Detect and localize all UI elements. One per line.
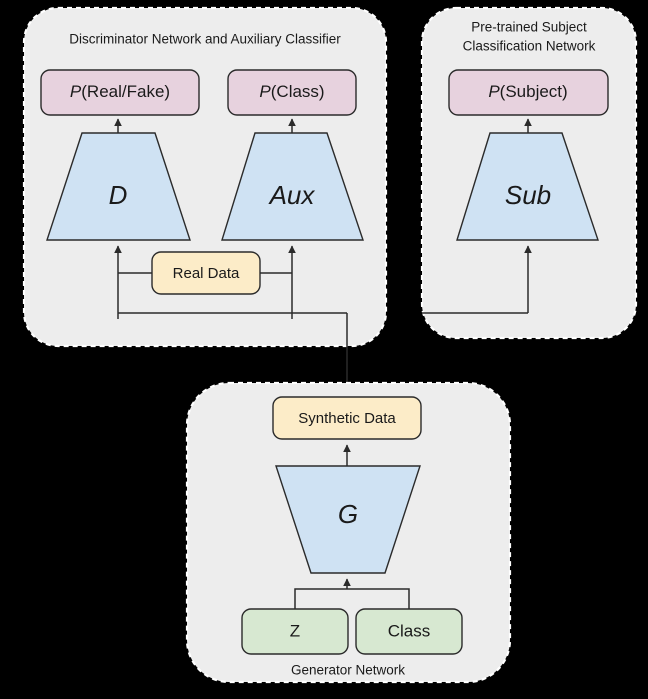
p-real-fake-box[interactable] [40, 69, 200, 116]
p-class-arg: (Class) [271, 82, 325, 101]
synthetic-data-label: Synthetic Data [298, 410, 396, 427]
output-box-p-class[interactable]: P(Class) [227, 69, 357, 116]
p-subject-label: P(Subject) [488, 82, 567, 101]
input-box-class[interactable]: Class [355, 608, 463, 655]
output-box-p-real-fake[interactable]: P(Real/Fake) [40, 69, 200, 116]
z-label: Z [290, 621, 300, 640]
panel-discriminator-border [22, 6, 388, 348]
class-label: Class [388, 621, 431, 640]
p-real-fake-label: P(Real/Fake) [70, 82, 170, 101]
network-generator[interactable]: G [275, 465, 421, 574]
panel-subject-title-line1: Pre-trained Subject [471, 20, 587, 35]
discriminator-label: D [109, 180, 128, 210]
synthetic-data-box[interactable] [272, 396, 422, 440]
p-subject-arg: (Subject) [500, 82, 568, 101]
p-subject-box[interactable] [448, 69, 609, 116]
p-real-fake-symbol: P [70, 82, 82, 101]
panel-generator: Synthetic Data G Z Class Generator Netwo… [185, 381, 512, 684]
p-class-box[interactable] [227, 69, 357, 116]
generator-trapezoid[interactable] [275, 465, 421, 574]
panel-generator-title: Generator Network [291, 663, 405, 678]
subject-label: Sub [505, 180, 551, 210]
auxiliary-trapezoid[interactable] [221, 132, 364, 241]
panel-generator-border [185, 381, 512, 684]
network-auxiliary[interactable]: Aux [221, 132, 364, 241]
panel-discriminator: Discriminator Network and Auxiliary Clas… [22, 6, 388, 348]
panel-discriminator-title: Discriminator Network and Auxiliary Clas… [69, 32, 341, 47]
p-class-symbol: P [259, 82, 271, 101]
panel-subject-title-line2: Classification Network [463, 39, 596, 54]
subject-trapezoid[interactable] [456, 132, 599, 241]
edge-inputs-merge-bus [294, 588, 410, 609]
network-subject[interactable]: Sub [456, 132, 599, 241]
p-subject-symbol: P [488, 82, 500, 101]
p-class-label: P(Class) [259, 82, 324, 101]
panel-subject-border [420, 6, 638, 340]
auxiliary-label: Aux [268, 180, 316, 210]
data-box-synthetic-data[interactable]: Synthetic Data [272, 396, 422, 440]
input-box-z[interactable]: Z [241, 608, 349, 655]
real-data-label: Real Data [173, 265, 240, 282]
discriminator-trapezoid[interactable] [46, 132, 191, 241]
panel-subject: Pre-trained Subject Classification Netwo… [420, 6, 638, 340]
generator-label: G [338, 499, 358, 529]
network-discriminator[interactable]: D [46, 132, 191, 241]
data-box-real-data[interactable]: Real Data [151, 251, 261, 295]
output-box-p-subject[interactable]: P(Subject) [448, 69, 609, 116]
p-real-fake-arg: (Real/Fake) [81, 82, 170, 101]
